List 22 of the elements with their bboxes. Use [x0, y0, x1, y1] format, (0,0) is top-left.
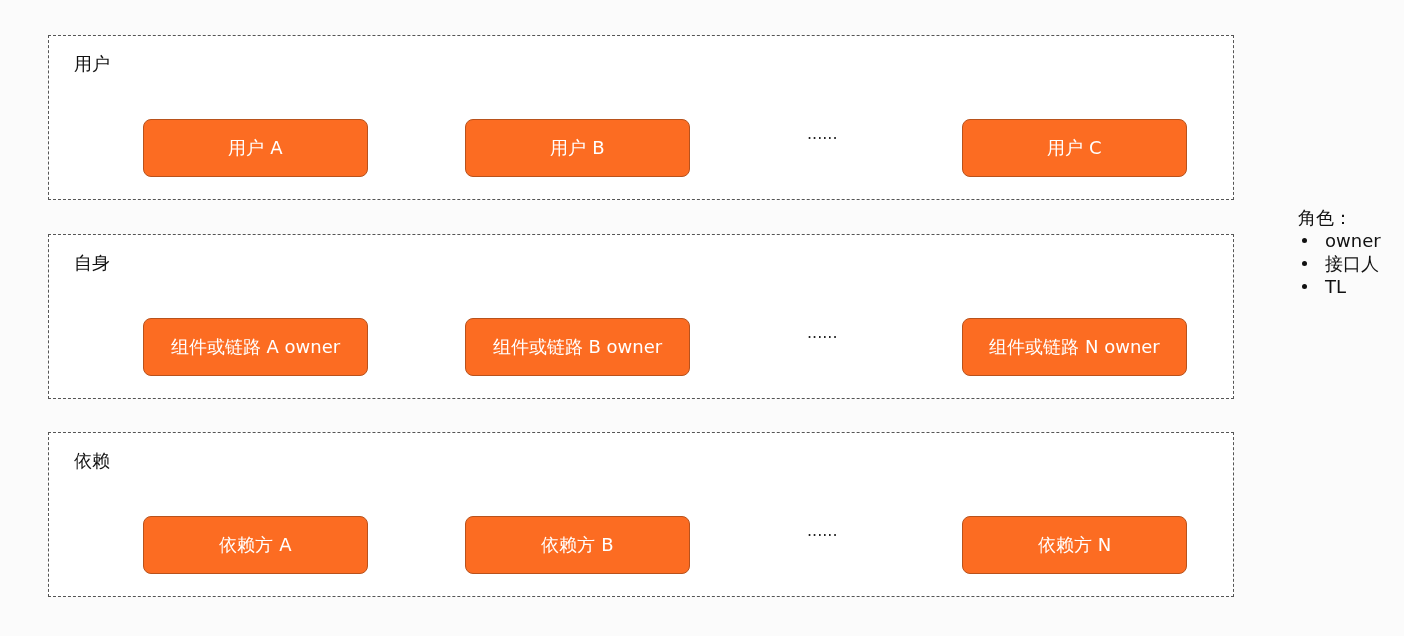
role-box: 组件或链路 B owner: [465, 318, 690, 376]
role-item: owner: [1325, 229, 1381, 252]
group-heading: 依赖: [74, 449, 110, 473]
role-item: 接口人: [1325, 252, 1379, 275]
role-box: 用户 B: [465, 119, 690, 177]
role-box: 依赖方 B: [465, 516, 690, 574]
role-box: 依赖方 N: [962, 516, 1187, 574]
role-item: TL: [1325, 275, 1347, 298]
ellipsis: ......: [807, 124, 838, 143]
role-box: 用户 C: [962, 119, 1187, 177]
group-panel: [48, 234, 1234, 399]
role-box: 组件或链路 A owner: [143, 318, 368, 376]
group-heading: 自身: [74, 251, 110, 275]
group-panel: [48, 35, 1234, 200]
group-heading: 用户: [74, 52, 110, 76]
ellipsis: ......: [807, 521, 838, 540]
role-box: 依赖方 A: [143, 516, 368, 574]
group-panel: [48, 432, 1234, 597]
ellipsis: ......: [807, 323, 838, 342]
role-box: 组件或链路 N owner: [962, 318, 1187, 376]
legend-title: 角色：: [1298, 206, 1352, 229]
role-box: 用户 A: [143, 119, 368, 177]
